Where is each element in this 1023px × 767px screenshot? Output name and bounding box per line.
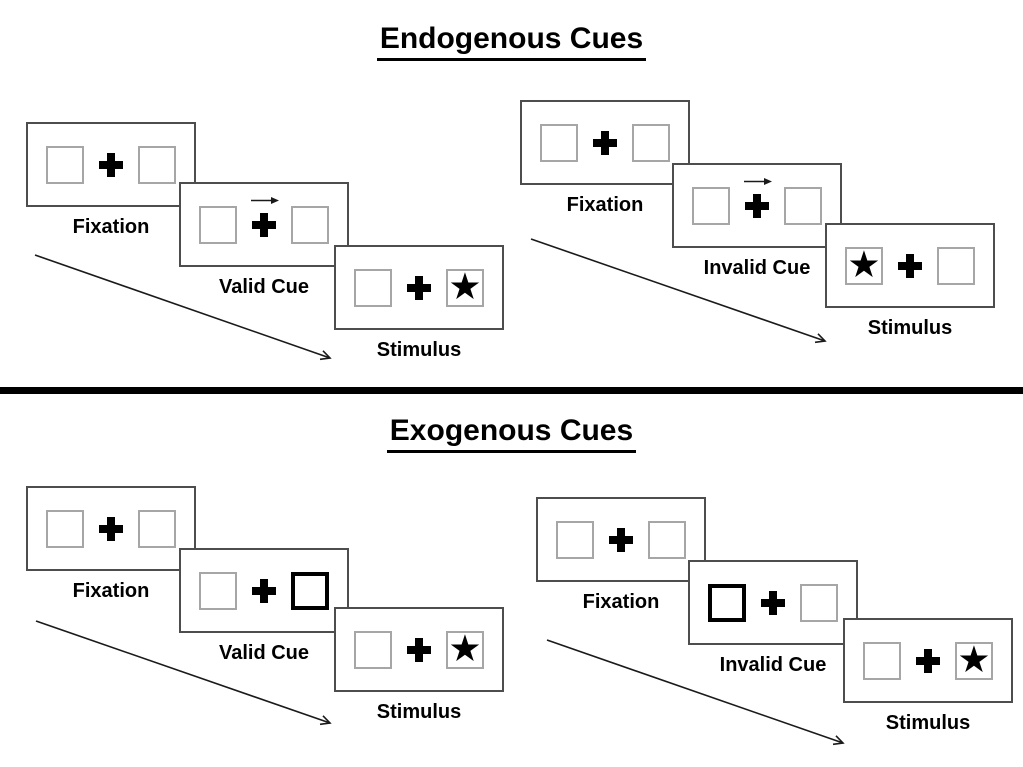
- plus-icon: [99, 516, 123, 541]
- right-box: ★: [955, 641, 993, 680]
- card-stimulus: ★ Stimulus: [334, 607, 504, 724]
- card-label: Invalid Cue: [703, 257, 811, 279]
- plus-icon: [99, 152, 123, 177]
- left-box: [354, 268, 392, 307]
- left-box: [354, 630, 392, 669]
- right-box: ★: [446, 268, 484, 307]
- trial-panel: [26, 486, 196, 571]
- star-icon: ★: [448, 268, 482, 307]
- star-icon: ★: [847, 246, 881, 285]
- left-box: [863, 641, 901, 680]
- card-label: Stimulus: [376, 339, 462, 361]
- left-box-cue-highlight: [708, 583, 746, 622]
- card-fixation: Fixation: [26, 122, 196, 239]
- left-box: [199, 205, 237, 244]
- trial-panel: [179, 182, 349, 267]
- card-valid-cue: Valid Cue: [179, 548, 349, 665]
- trial-panel: [536, 497, 706, 582]
- card-label: Invalid Cue: [719, 654, 827, 676]
- plus-icon: [251, 196, 279, 237]
- card-stimulus: ★ Stimulus: [825, 223, 995, 340]
- card-valid-cue: Valid Cue: [179, 182, 349, 299]
- trial-panel: [179, 548, 349, 633]
- card-fixation: Fixation: [26, 486, 196, 603]
- right-box: [138, 509, 176, 548]
- right-box: [632, 123, 670, 162]
- card-label: Fixation: [72, 580, 150, 602]
- trial-panel: ★: [843, 618, 1013, 703]
- trial-panel: [672, 163, 842, 248]
- exogenous-section-title: Exogenous Cues: [0, 414, 1023, 453]
- star-icon: ★: [448, 630, 482, 669]
- section-title-text: Endogenous Cues: [376, 22, 647, 61]
- trial-panel: ★: [825, 223, 995, 308]
- star-icon: ★: [957, 641, 991, 680]
- card-stimulus: ★ Stimulus: [334, 245, 504, 362]
- right-box: [800, 583, 838, 622]
- endogenous-section-title: Endogenous Cues: [0, 22, 1023, 61]
- right-box: [784, 186, 822, 225]
- plus-icon: [252, 578, 276, 603]
- card-invalid-cue: Invalid Cue: [672, 163, 842, 280]
- card-stimulus: ★ Stimulus: [843, 618, 1013, 735]
- section-title-text: Exogenous Cues: [386, 414, 637, 453]
- card-label: Valid Cue: [218, 276, 310, 298]
- plus-icon: [407, 637, 431, 662]
- plus-icon: [744, 177, 772, 218]
- card-label: Valid Cue: [218, 642, 310, 664]
- right-arrow-icon: [251, 196, 279, 204]
- plus-icon: [593, 130, 617, 155]
- trial-panel: [26, 122, 196, 207]
- left-box: [46, 145, 84, 184]
- trial-panel: [520, 100, 690, 185]
- card-label: Fixation: [582, 591, 660, 613]
- right-box: [291, 205, 329, 244]
- plus-icon: [609, 527, 633, 552]
- plus-icon: [916, 648, 940, 673]
- plus-icon: [407, 275, 431, 300]
- left-box: [46, 509, 84, 548]
- card-label: Stimulus: [885, 712, 971, 734]
- section-divider: [0, 387, 1023, 394]
- trial-panel: [688, 560, 858, 645]
- card-fixation: Fixation: [520, 100, 690, 217]
- card-fixation: Fixation: [536, 497, 706, 614]
- left-box: [199, 571, 237, 610]
- left-box: [540, 123, 578, 162]
- card-invalid-cue: Invalid Cue: [688, 560, 858, 677]
- right-box: [138, 145, 176, 184]
- card-label: Fixation: [566, 194, 644, 216]
- left-box: [556, 520, 594, 559]
- plus-icon: [898, 253, 922, 278]
- right-box: [937, 246, 975, 285]
- card-label: Stimulus: [376, 701, 462, 723]
- card-label: Stimulus: [867, 317, 953, 339]
- right-arrow-icon: [744, 177, 772, 185]
- plus-icon: [761, 590, 785, 615]
- left-box: [692, 186, 730, 225]
- right-box: [648, 520, 686, 559]
- right-box: ★: [446, 630, 484, 669]
- right-box-cue-highlight: [291, 571, 329, 610]
- trial-panel: ★: [334, 607, 504, 692]
- trial-panel: ★: [334, 245, 504, 330]
- left-box: ★: [845, 246, 883, 285]
- card-label: Fixation: [72, 216, 150, 238]
